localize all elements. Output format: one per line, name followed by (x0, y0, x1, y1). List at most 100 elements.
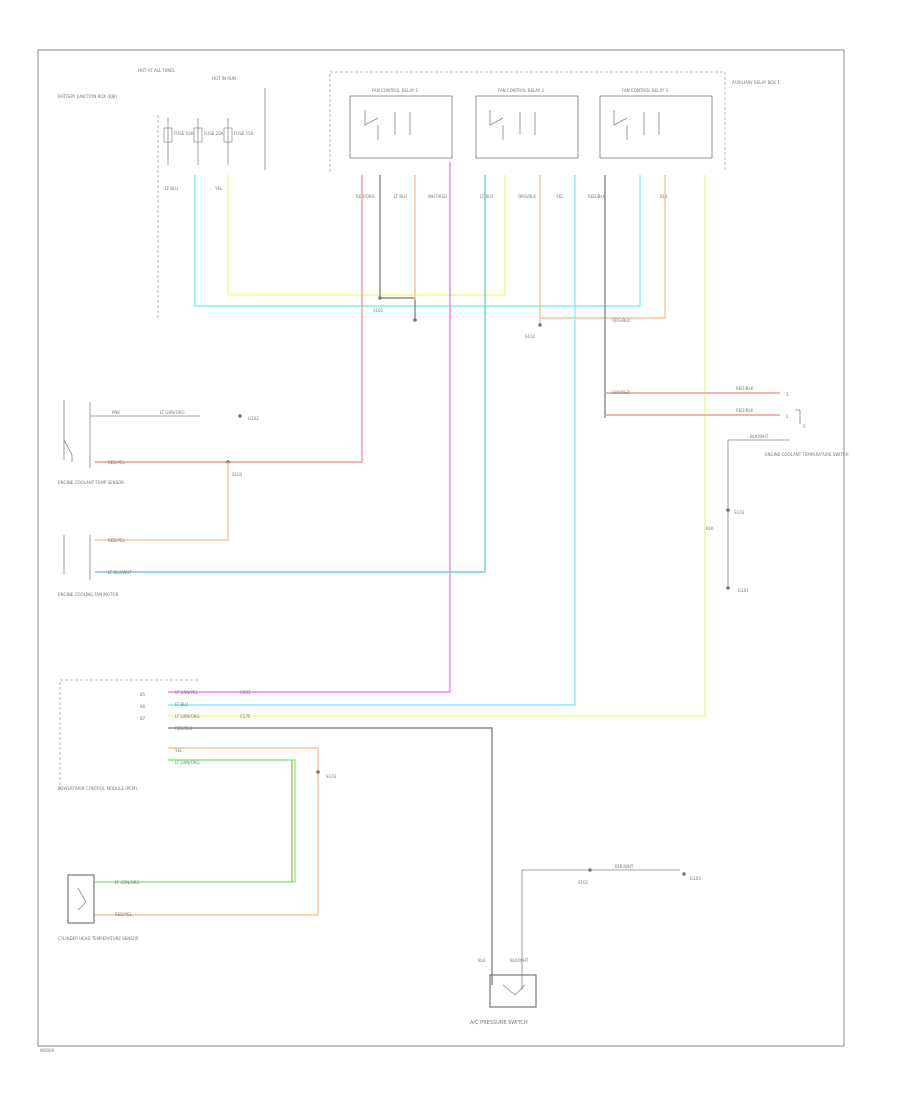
cylinder-head-temperature-sensor: LT GRN/ORG RED/YEL CYLINDER HEAD TEMPERA… (58, 874, 140, 941)
footer-code: W0000 (40, 1048, 55, 1053)
ground-g101-label: G101 (738, 588, 749, 593)
fuse-2-label: FUSE 20A (204, 131, 224, 136)
ect-wire-label: BLK (706, 526, 714, 531)
orange-relay3-wire (540, 175, 666, 319)
engine-cooling-fan-motor: 1 2 5 (786, 392, 806, 429)
relay-1-wire-a: RED/ORG (356, 194, 375, 199)
pcm-wire-label-3: LT GRN/ORG (175, 714, 200, 719)
aux-relay-box-label: AUXILIARY RELAY BOX 1 (732, 80, 780, 85)
relay-3-wire-c: BLK (660, 194, 668, 199)
fuse-1-wire-label: LT BLU (165, 186, 178, 191)
splice-s102 (538, 323, 542, 327)
splice-s101 (378, 296, 382, 300)
ect-switch-wire: BLK/WHT (750, 434, 769, 439)
splice-s102-label: S102 (525, 334, 536, 339)
pcm-wire-label-5: YEL (174, 748, 183, 753)
blue-bus-wire (194, 175, 641, 307)
pcm-pin-2: 86 (140, 704, 146, 709)
lightblue-pcm-wire (168, 175, 576, 706)
ect-switch-label: ENGINE COOLANT TEMPERATURE SWITCH (765, 452, 848, 457)
ground-g103-label: G103 (690, 876, 701, 881)
chts-wire-label-1: LT GRN/ORG (115, 880, 140, 885)
orange-pcm-wire (95, 747, 319, 916)
cylinder-sensor-label: CYLINDER HEAD TEMPERATURE SENSOR (58, 936, 139, 941)
fan-pin-2: 2 (786, 414, 789, 419)
splice-s104-label: S104 (232, 472, 243, 477)
engine-fan-motor-label: ENGINE COOLING FAN MOTOR (58, 592, 119, 597)
fan-control-relay-3: FAN CONTROL RELAY 3 RED/BLK BLK (588, 88, 713, 199)
red-relay1-wire (95, 175, 363, 463)
yellow-pcm-wire (168, 175, 706, 717)
orange-s104-wire (95, 462, 229, 541)
teal-sensor-wire (95, 175, 486, 573)
splice-s106-label: S101 (578, 880, 589, 885)
relay-1-wire-b: LT BLU (394, 194, 407, 199)
relay-2-wire-b: ORG/BLK (518, 194, 536, 199)
fan-wire-label-2: RED/BLK (736, 386, 754, 391)
splice-s103-label: S103 (734, 510, 745, 515)
pressure-wire-label: BLK/WHT (615, 864, 634, 869)
pressure-wire-right: BLK/WHT (510, 958, 529, 963)
relay-2-wire-a: LT BLU (480, 194, 493, 199)
engine-coolant-temperature-switch: BLK/WHT ENGINE COOLANT TEMPERATURE SWITC… (706, 434, 848, 593)
splice-s103 (726, 508, 730, 512)
fuse-3-label: FUSE 15A (234, 131, 254, 136)
battery-junction-box: BATTERY JUNCTION BOX (BJB) HOT AT ALL TI… (58, 68, 266, 320)
fan-motor-symbol: 5 (803, 424, 806, 429)
fuse-2-wire-label: YEL (214, 186, 223, 191)
yellow-bus-wire (227, 175, 506, 296)
fuse-3: FUSE 15A (223, 118, 254, 165)
ground-g101 (726, 586, 730, 590)
sensor-wire-label-2: LT GRN/ORG (160, 410, 185, 415)
ground-g102 (238, 414, 242, 418)
chts-wire-label-2: RED/YEL (115, 912, 133, 917)
resistor-wire-label-1: RED/YEL (108, 538, 126, 543)
fan-pin-1: 1 (786, 392, 789, 397)
ground-point-top (413, 318, 417, 322)
relay-1-wire-c: WHT/RED (428, 194, 447, 199)
fuse-1-label: FUSE 10A (174, 131, 194, 136)
splice-s101-label: S101 (373, 308, 384, 313)
relay-1-label: FAN CONTROL RELAY 1 (372, 88, 419, 93)
ground-g102-label: G102 (248, 416, 259, 421)
splice-s105-label: S103 (326, 774, 337, 779)
pcm-label: POWERTRAIN CONTROL MODULE (PCM) (58, 786, 137, 791)
fan-control-relay-2: FAN CONTROL RELAY 2 LT BLU ORG/BLK YEL (475, 88, 579, 199)
aux-relay-box-outline (329, 71, 726, 172)
pcm-pin-3: 87 (140, 716, 146, 721)
pcm-wire-label-2: LT BLU (175, 702, 188, 707)
battery-junction-label: BATTERY JUNCTION BOX (BJB) (58, 94, 117, 99)
relay-3-wire-a: RED/BLK (588, 194, 606, 199)
hot-at-all-times-label: HOT AT ALL TIMES (138, 68, 175, 73)
splice-s105 (316, 770, 320, 774)
sensor-wire-label-3: RED/YEL (108, 460, 126, 465)
connector-c101: C101 (240, 690, 251, 695)
fan-wire-label-3: RED/BLK (736, 408, 754, 413)
top-harness-wires (95, 162, 780, 717)
ac-pressure-switch: S101 BLK/WHT G103 BLK BLK/WHT A/C PRESSU… (470, 864, 701, 1026)
diagram-frame (37, 49, 845, 1047)
gray-pcm-pressure-wire (168, 727, 493, 985)
pressure-switch-label: A/C PRESSURE SWITCH (470, 1020, 528, 1026)
engine-coolant-temp-sensor: PNK LT GRN/ORG G102 RED/YEL S104 ENGINE … (58, 400, 259, 485)
sensor-wire-label-1: PNK (112, 410, 120, 415)
engine-sensor-label: ENGINE COOLANT TEMP SENSOR (58, 480, 124, 485)
gray-bus-wire (379, 175, 416, 320)
ground-g103 (682, 872, 686, 876)
relay-2-label: FAN CONTROL RELAY 2 (498, 88, 545, 93)
fuse-2: FUSE 20A (193, 118, 224, 165)
fan-wire-label-1: GRY/RED (612, 390, 630, 395)
relay-3-label: FAN CONTROL RELAY 3 (622, 88, 669, 93)
relay-2-wire-c: YEL (555, 194, 564, 199)
pressure-wire-left: BLK (478, 958, 486, 963)
powertrain-control-module: POWERTRAIN CONTROL MODULE (PCM) 85 86 87… (58, 679, 251, 791)
pcm-pin-1: 85 (140, 692, 146, 697)
hot-in-run-label: HOT IN RUN (212, 76, 236, 81)
green-pcm-wire (95, 759, 296, 883)
pcm-wire-label-1: LT GRN/YEL (175, 690, 199, 695)
fuse-1: FUSE 10A (163, 118, 194, 165)
connector-c175: C175 (240, 714, 251, 719)
wire-label-org-blk: ORG/BLK (612, 318, 630, 323)
